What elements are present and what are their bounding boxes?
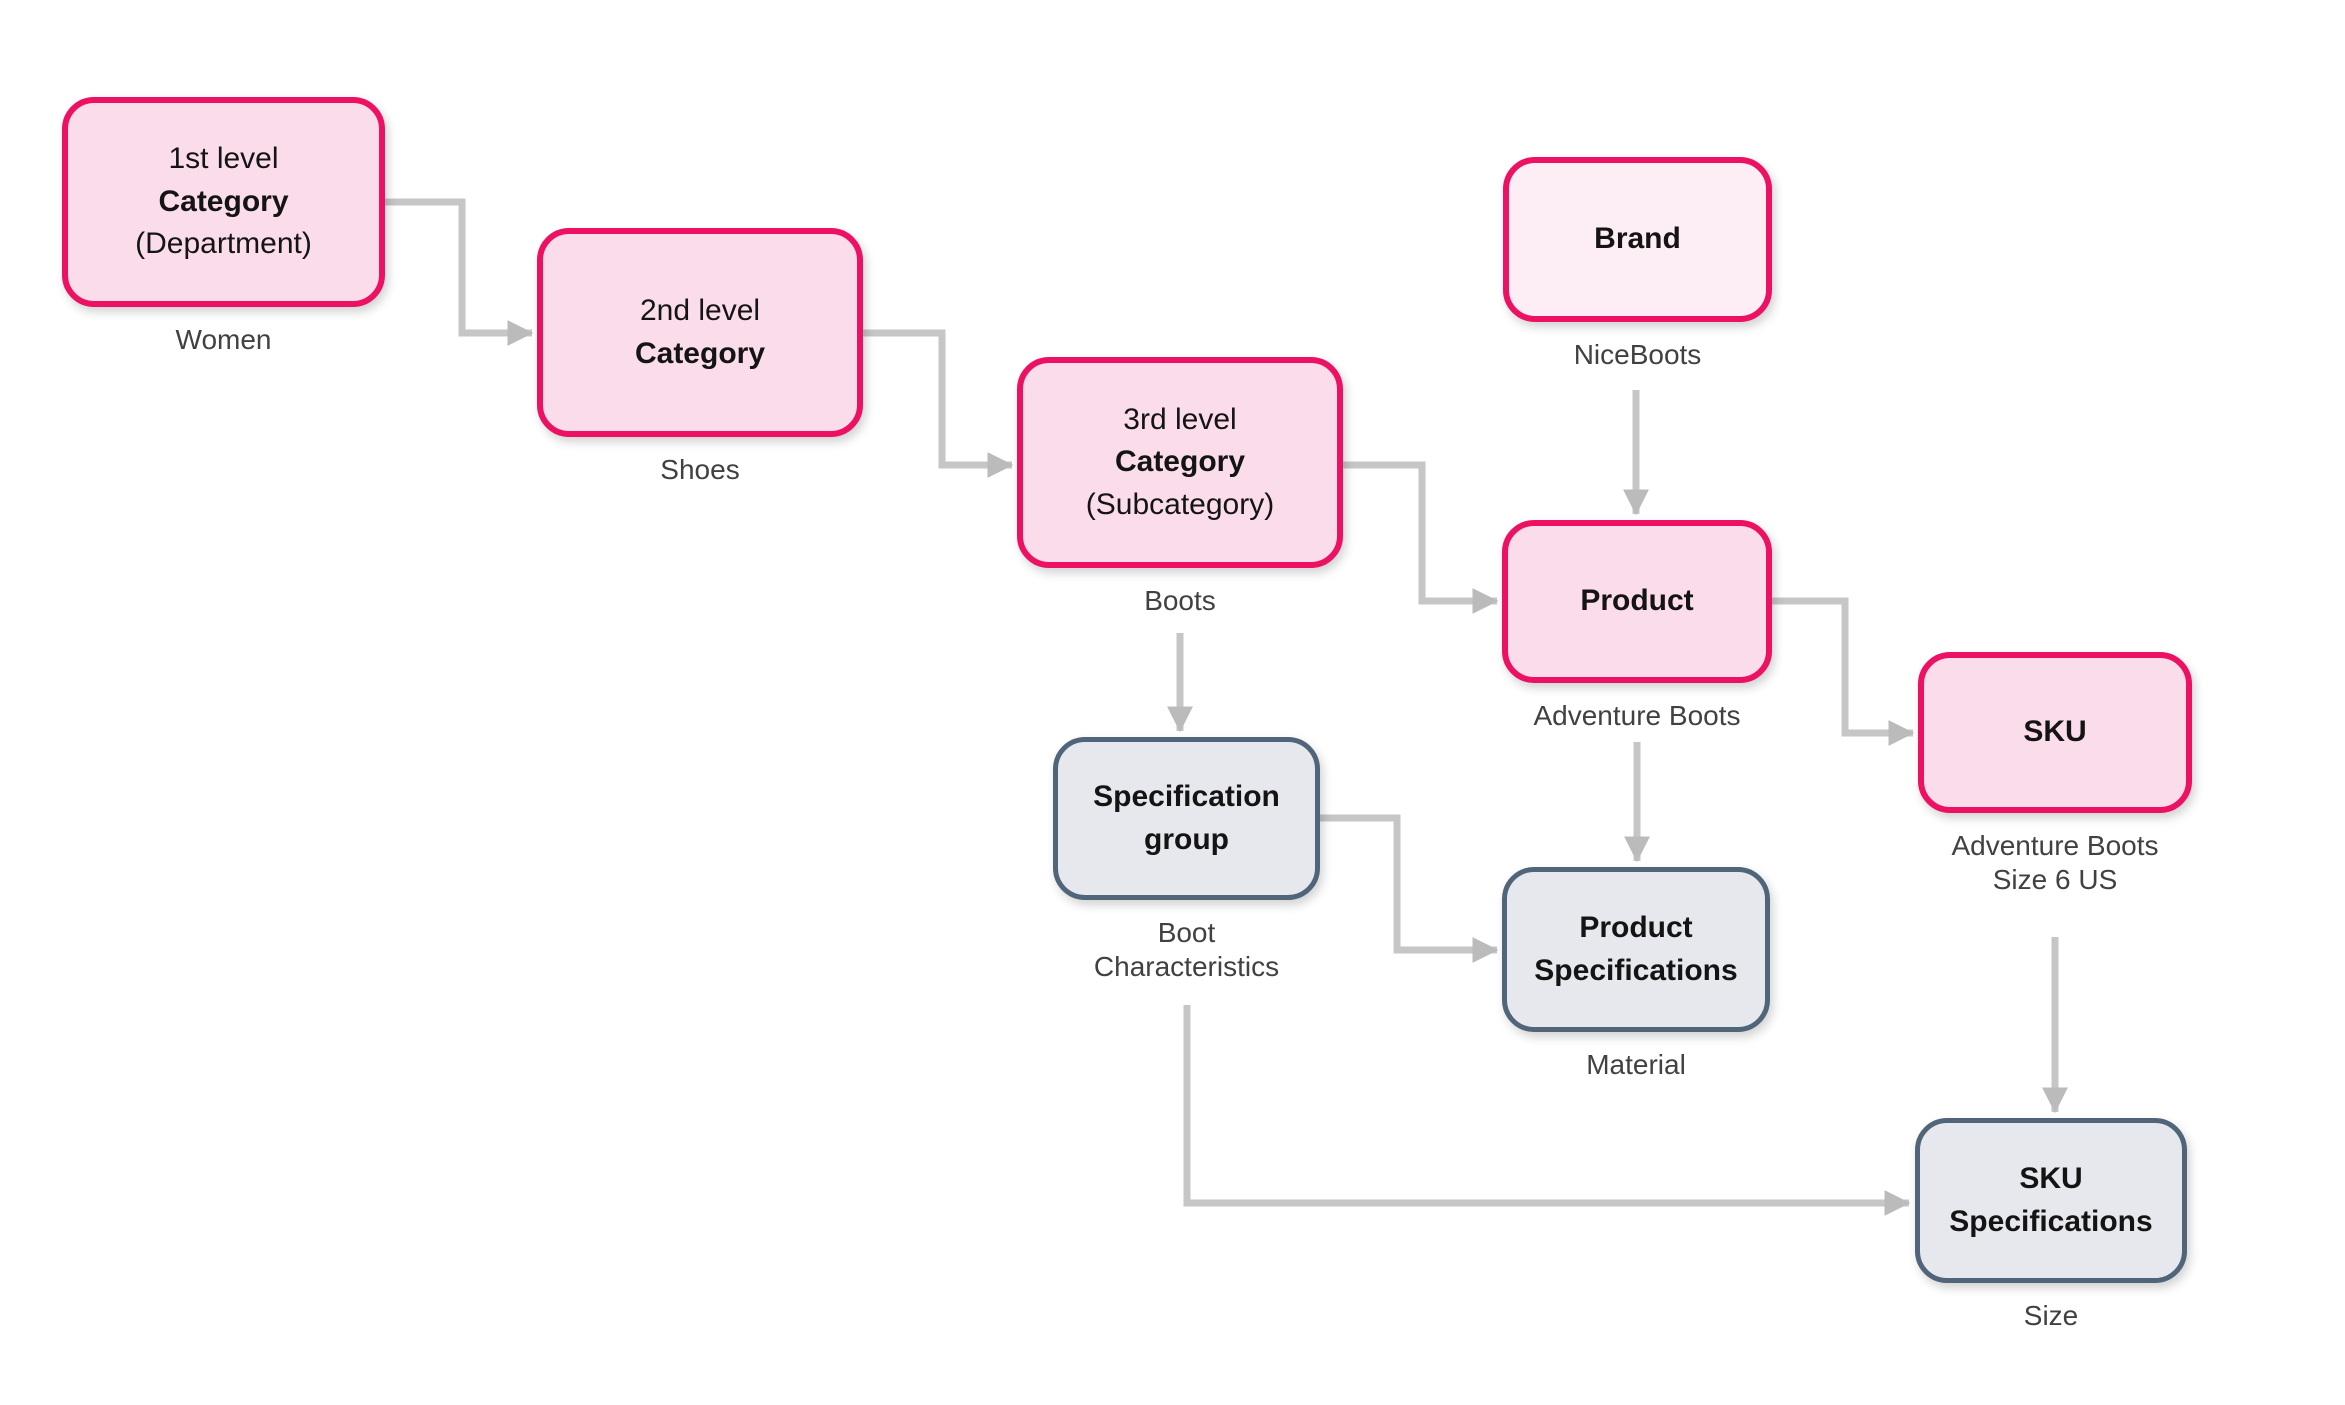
node-sku-specifications-box: SKU Specifications	[1915, 1118, 2187, 1283]
connector-cat3-to-product	[1343, 461, 1499, 614]
node-caption: Material	[1586, 1049, 1686, 1080]
node-product-specifications-box: Product Specifications	[1502, 867, 1770, 1032]
node-1st-level-category: 1st level Category (Department) Women	[62, 97, 385, 355]
node-caption: Women	[175, 324, 272, 355]
node-1st-level-category-box: 1st level Category (Department)	[62, 97, 385, 307]
connector-specgroup-to-skuspecs	[1183, 1005, 1911, 1216]
node-label: Brand	[1594, 222, 1681, 256]
node-caption: Boot Characteristics	[1093, 917, 1280, 983]
node-label: Category	[634, 336, 766, 370]
node-label: Product Specifications	[1534, 910, 1738, 987]
node-label: Category	[158, 184, 289, 218]
node-2nd-level-category-box: 2nd level Category	[537, 228, 863, 437]
node-label: (Subcategory)	[1085, 487, 1275, 521]
node-sku-box: SKU	[1918, 652, 2192, 813]
node-caption: Adventure Boots Size 6 US	[1951, 830, 2159, 896]
connector-cat2-to-cat3	[863, 329, 1014, 478]
node-product-specifications: Product Specifications Material	[1502, 867, 1770, 1080]
node-label: 1st level	[168, 142, 279, 176]
node-2nd-level-category: 2nd level Category Shoes	[537, 228, 863, 485]
node-brand: Brand NiceBoots	[1503, 157, 1772, 370]
node-caption: Shoes	[660, 454, 740, 485]
node-caption: Boots	[1144, 585, 1216, 616]
node-sku: SKU Adventure Boots Size 6 US	[1918, 652, 2192, 895]
node-specification-group: Specification group Boot Characteristics	[1053, 737, 1320, 982]
node-label: 3rd level	[1123, 402, 1237, 436]
node-3rd-level-category-box: 3rd level Category (Subcategory)	[1017, 357, 1343, 568]
node-specification-group-box: Specification group	[1053, 737, 1320, 900]
node-label: 2nd level	[639, 293, 761, 327]
node-3rd-level-category: 3rd level Category (Subcategory) Boots	[1017, 357, 1343, 616]
node-label: Product	[1580, 584, 1694, 618]
node-label: (Department)	[135, 227, 312, 261]
node-product-box: Product	[1502, 520, 1772, 683]
node-label: SKU Specifications	[1949, 1161, 2153, 1238]
node-brand-box: Brand	[1503, 157, 1772, 322]
node-label: Specification group	[1093, 779, 1280, 856]
node-caption: Size	[2023, 1300, 2079, 1331]
node-caption: NiceBoots	[1573, 339, 1702, 370]
connector-cat1-to-cat2	[385, 198, 534, 346]
node-label: SKU	[2023, 715, 2087, 749]
node-sku-specifications: SKU Specifications Size	[1915, 1118, 2187, 1331]
node-caption: Adventure Boots	[1533, 700, 1741, 731]
node-label: Category	[1114, 445, 1246, 479]
node-product: Product Adventure Boots	[1502, 520, 1772, 731]
